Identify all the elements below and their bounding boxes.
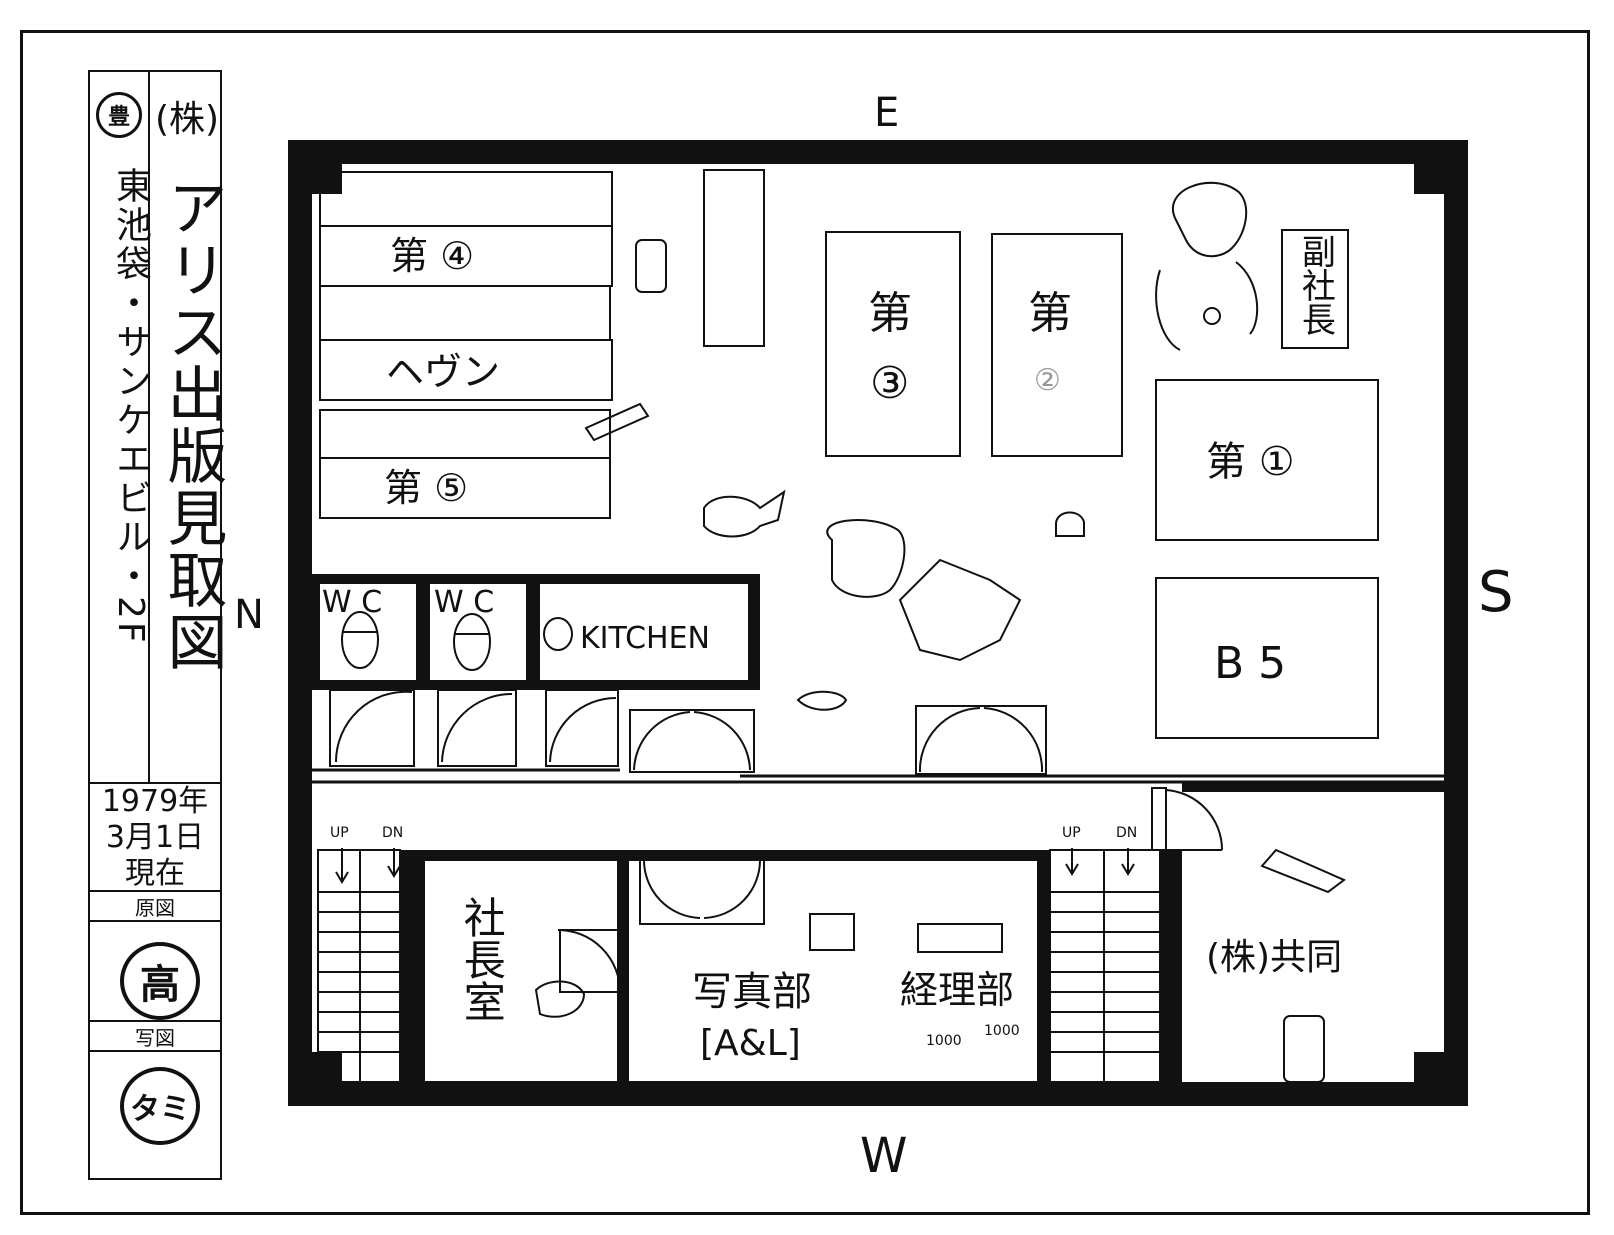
outer-frame [20, 30, 1590, 1215]
desk-5-label: 第 ⑤ [384, 466, 469, 510]
up-label-left: UP [330, 825, 349, 841]
photo-dept-label: 写真部 [692, 969, 812, 1015]
double-doors [629, 705, 1047, 775]
accounting-label: 経理部 [900, 968, 1015, 1012]
service-block [312, 574, 760, 767]
b5-label: B 5 [1214, 638, 1287, 689]
photo-dept-sub-label: [A&L] [700, 1023, 801, 1064]
desk-4-label: 第 ④ [390, 234, 475, 278]
wc-2-label: W C [434, 585, 495, 620]
heaven-label: ヘヴン [386, 350, 501, 394]
compass-north: N [234, 592, 264, 638]
company-prefix: (株) [154, 99, 220, 140]
date-year: 1979年 [101, 784, 209, 819]
stair-arrows [335, 848, 1135, 884]
left-desks [319, 171, 613, 519]
drawing-stamp-icon: タミ [120, 1067, 200, 1145]
divider [90, 782, 220, 784]
desk-3-label: 第 [868, 288, 912, 339]
corridor-walls [312, 768, 1444, 784]
outer-walls [288, 140, 1468, 1106]
original-stamp-icon: 高 [120, 942, 200, 1020]
compass-east: E [874, 90, 900, 136]
vice-president-label: 副社長 [1295, 234, 1336, 336]
date-block: 1979年 3月1日 現在 [90, 784, 220, 892]
wc-1-label: W C [322, 585, 383, 620]
page-title: アリス出版見取図 [157, 177, 227, 673]
date-current: 現在 [125, 856, 185, 891]
kitchen-label: KITCHEN [580, 621, 710, 656]
money-note-2: 1000 [984, 1023, 1020, 1039]
toyo-stamp-icon: 豊 [96, 92, 142, 138]
original-label: 原図 [135, 896, 175, 920]
lower-rooms [317, 782, 1444, 1083]
president-room-label: 社長室 [457, 896, 507, 1022]
sketch-doodles [534, 181, 1346, 1083]
compass-west: W [860, 1128, 908, 1184]
kyodo-label: (株)共同 [1206, 937, 1343, 978]
dn-label-right: DN [1116, 825, 1138, 841]
address-column: 豊 東池袋・サンケエビル・2F [90, 72, 151, 782]
date-day: 3月1日 [105, 820, 205, 855]
divider [90, 920, 220, 922]
up-label-right: UP [1062, 825, 1081, 841]
desk-1-label: 第 ① [1206, 439, 1295, 485]
title-block: 豊 東池袋・サンケエビル・2F (株) アリス出版見取図 1979年 3月1日 … [88, 70, 227, 1180]
divider [90, 1050, 220, 1052]
partition [703, 169, 765, 347]
divider [90, 890, 220, 892]
desk-3-number: ③ [870, 358, 910, 409]
drawing-label: 写図 [135, 1026, 175, 1050]
title-column: (株) アリス出版見取図 [148, 72, 227, 782]
desk-2-number: ② [1034, 363, 1061, 398]
divider [90, 1020, 220, 1022]
desk-2-label: 第 [1028, 288, 1072, 339]
compass-south: S [1478, 560, 1514, 625]
money-note-1: 1000 [926, 1033, 962, 1049]
dn-label-left: DN [382, 825, 404, 841]
center-desks [825, 229, 1379, 739]
address-text: 東池袋・サンケエビル・2F [110, 167, 151, 646]
